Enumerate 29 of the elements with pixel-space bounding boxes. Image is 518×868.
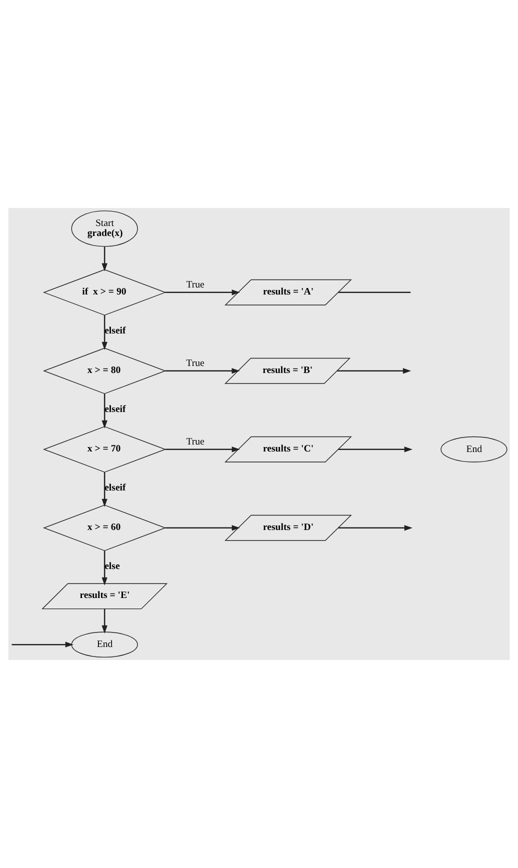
arrow (102, 246, 108, 272)
node-ellipse: End (440, 436, 508, 462)
node-diamond: x > = 70 (42, 426, 166, 473)
edge-label: True (186, 280, 204, 291)
edge-label: else (104, 561, 120, 572)
edge-label: True (186, 358, 204, 370)
arrow (165, 368, 240, 374)
edge-label: True (186, 436, 204, 448)
arrow (165, 290, 240, 296)
edge-label: elseif (104, 326, 126, 337)
connector (338, 292, 411, 294)
arrow (338, 525, 412, 531)
arrow (102, 609, 108, 634)
arrow (102, 472, 108, 507)
arrow (102, 550, 108, 586)
arrow (337, 368, 412, 374)
edge-label: elseif (104, 482, 126, 494)
arrow (102, 394, 108, 428)
node-ellipse: Start grade(x) (71, 210, 138, 247)
arrow (338, 446, 412, 452)
node-diamond: if x > = 90 (42, 269, 166, 316)
edge-label: elseif (104, 404, 126, 416)
arrow (165, 525, 240, 531)
node-diamond: x > = 60 (42, 504, 166, 552)
node-ellipse: End (71, 632, 138, 658)
arrow (12, 642, 74, 648)
arrow (165, 446, 240, 452)
node-diamond: x > = 80 (42, 348, 166, 394)
arrow (102, 315, 108, 350)
